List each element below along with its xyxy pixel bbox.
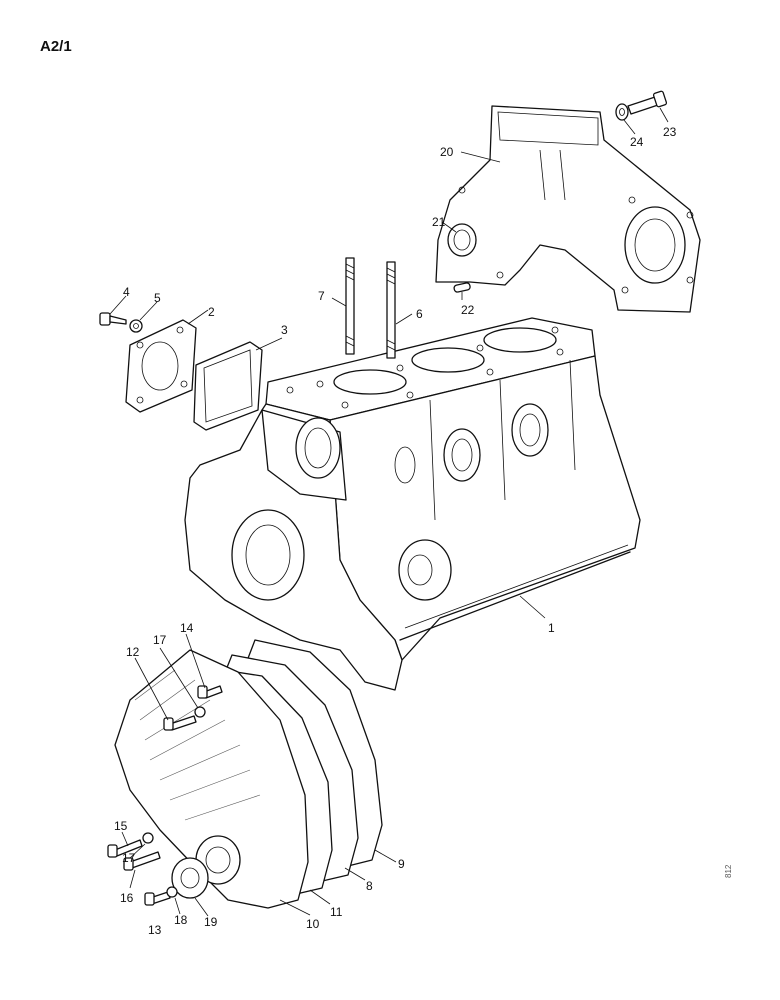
bolt-12	[163, 715, 197, 731]
bolt-4	[99, 312, 127, 326]
callout-24: 24	[630, 135, 644, 149]
callout-16: 16	[120, 891, 134, 905]
callout-4: 4	[123, 285, 130, 299]
callout-22: 22	[461, 303, 475, 317]
callout-11: 11	[330, 905, 343, 919]
bolt-13	[144, 891, 171, 906]
callout-10: 10	[306, 917, 320, 931]
oil-seal-19	[171, 857, 209, 899]
callout-9: 9	[398, 857, 405, 871]
gasket-3	[193, 341, 263, 431]
bolt-15	[107, 839, 143, 858]
callout-19: 19	[204, 915, 218, 929]
cover-plate-2	[125, 319, 197, 413]
callout-3: 3	[281, 323, 288, 337]
bolt-14	[197, 685, 223, 699]
bolt-16	[123, 851, 161, 871]
callout-7: 7	[318, 289, 325, 303]
callout-17-lower: 17	[122, 851, 136, 865]
callout-1: 1	[548, 621, 555, 635]
washer-17-lower	[142, 832, 154, 844]
cylinder-block	[184, 317, 641, 691]
washer-24	[615, 103, 629, 121]
dowel-22	[453, 282, 471, 293]
washer-18	[166, 886, 178, 898]
callout-21: 21	[432, 215, 446, 229]
callout-20: 20	[440, 145, 454, 159]
callout-numbers: 1 2 3 4 5 6 7 8 9 10 11 12 13 14 15 16 1…	[114, 125, 677, 937]
callout-5: 5	[154, 291, 161, 305]
callout-2: 2	[208, 305, 215, 319]
callout-14: 14	[180, 621, 194, 635]
callout-13: 13	[148, 923, 162, 937]
washer-17-upper	[194, 706, 206, 718]
callout-23: 23	[663, 125, 677, 139]
cylinder-head-stud-7	[345, 257, 355, 355]
page-code: A2/1	[40, 38, 72, 55]
washer-5	[129, 319, 143, 333]
callout-15: 15	[114, 819, 128, 833]
cylinder-head-stud-6	[386, 261, 396, 359]
callout-12: 12	[126, 645, 140, 659]
timing-cover-10	[114, 649, 309, 909]
engine-front-plate	[435, 105, 701, 313]
callout-17-upper: 17	[153, 633, 167, 647]
callout-18: 18	[174, 913, 188, 927]
callout-6: 6	[416, 307, 423, 321]
callout-8: 8	[366, 879, 373, 893]
bolt-23	[627, 90, 668, 115]
leader-lines	[109, 107, 669, 917]
